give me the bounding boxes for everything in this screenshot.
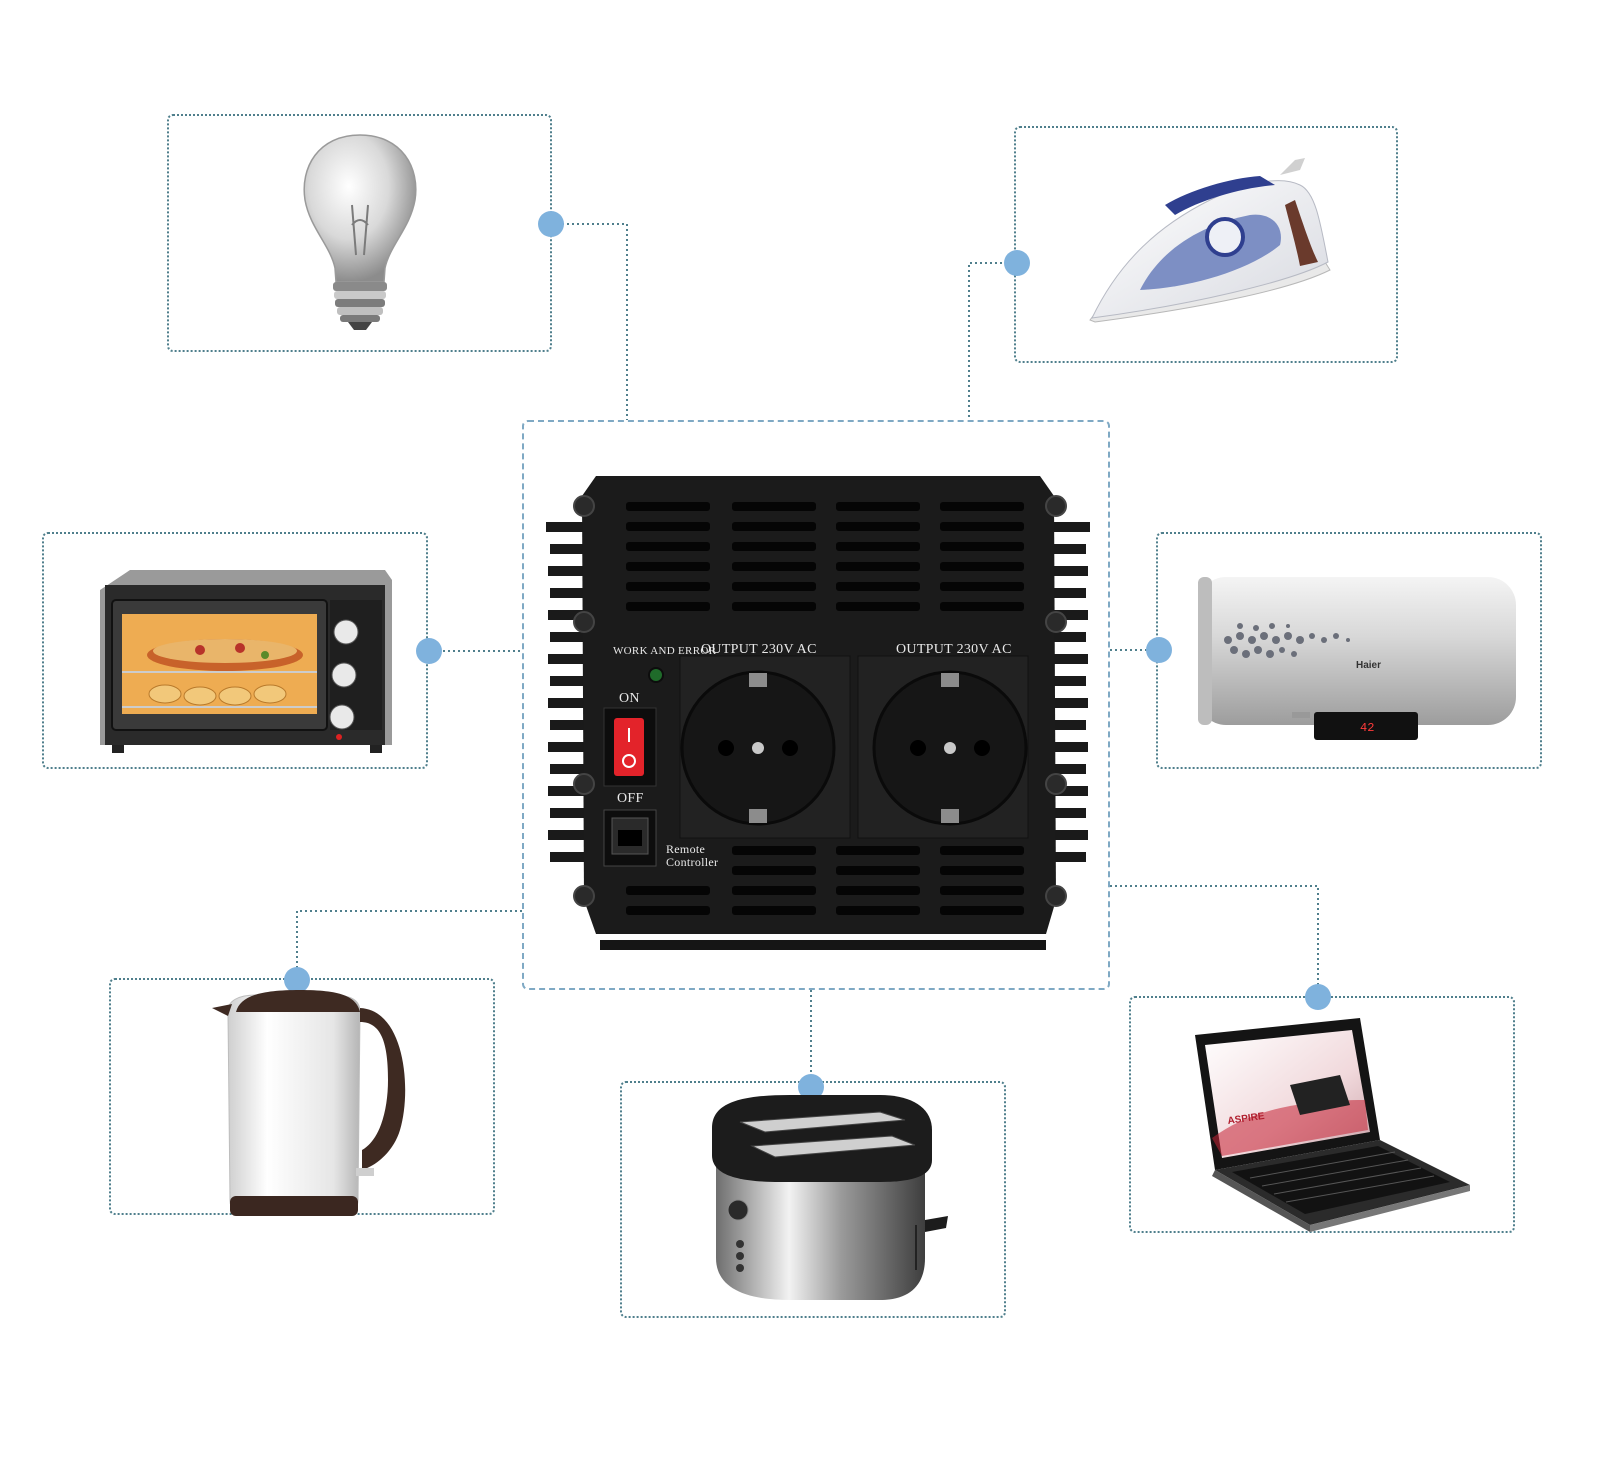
- connector-bulb: [552, 223, 628, 420]
- connector-dot-iron: [1004, 250, 1030, 276]
- connector-dots: [284, 211, 1331, 1100]
- connector-dot-bulb: [538, 211, 564, 237]
- oven-knob-top: [333, 619, 359, 645]
- laptop-icon: ASPIRE: [1195, 1018, 1470, 1232]
- connector-dot-heater: [1146, 637, 1172, 663]
- connector-dot-toaster: [798, 1074, 824, 1100]
- heater-brand-logo: Haier: [1356, 660, 1381, 671]
- connector-dot-oven: [416, 638, 442, 664]
- inverter-frame: [522, 420, 1110, 990]
- remote-label-line1: Remote: [666, 842, 706, 856]
- light-bulb-icon: [303, 134, 417, 330]
- heater-display: 42: [1360, 721, 1374, 735]
- outlet-right-label: OUTPUT 230V AC: [896, 642, 1012, 657]
- toaster-oven-icon: [100, 570, 392, 753]
- kettle-icon: [212, 990, 406, 1216]
- power-switch[interactable]: [603, 707, 657, 787]
- steam-iron-frame: [1014, 126, 1398, 363]
- oven-knob-bottom: [329, 704, 355, 730]
- connector-dot-kettle: [284, 967, 310, 993]
- connector-iron: [968, 262, 1017, 420]
- connector-laptop: [1110, 885, 1319, 996]
- laptop-screen-logo: ASPIRE: [1227, 1111, 1266, 1127]
- remote-label-line2: Controller: [666, 855, 719, 869]
- outlet-left[interactable]: [680, 670, 836, 826]
- switch-on-label: ON: [619, 691, 640, 706]
- water-heater-icon: Haier 42: [1198, 577, 1516, 740]
- switch-off-label: OFF: [617, 791, 644, 806]
- outlet-right[interactable]: [872, 670, 1028, 826]
- remote-port[interactable]: [603, 809, 657, 867]
- outlet-left-label: OUTPUT 230V AC: [701, 642, 817, 657]
- toaster-icon: [712, 1095, 948, 1300]
- connector-dot-laptop: [1305, 984, 1331, 1010]
- work-error-led: [648, 667, 664, 683]
- inverter-icon: [546, 476, 1090, 950]
- work-error-label: WORK AND ERROR: [613, 645, 717, 657]
- oven-knob-middle: [331, 662, 357, 688]
- connector-kettle: [296, 910, 522, 980]
- steam-iron-icon: [1089, 158, 1331, 323]
